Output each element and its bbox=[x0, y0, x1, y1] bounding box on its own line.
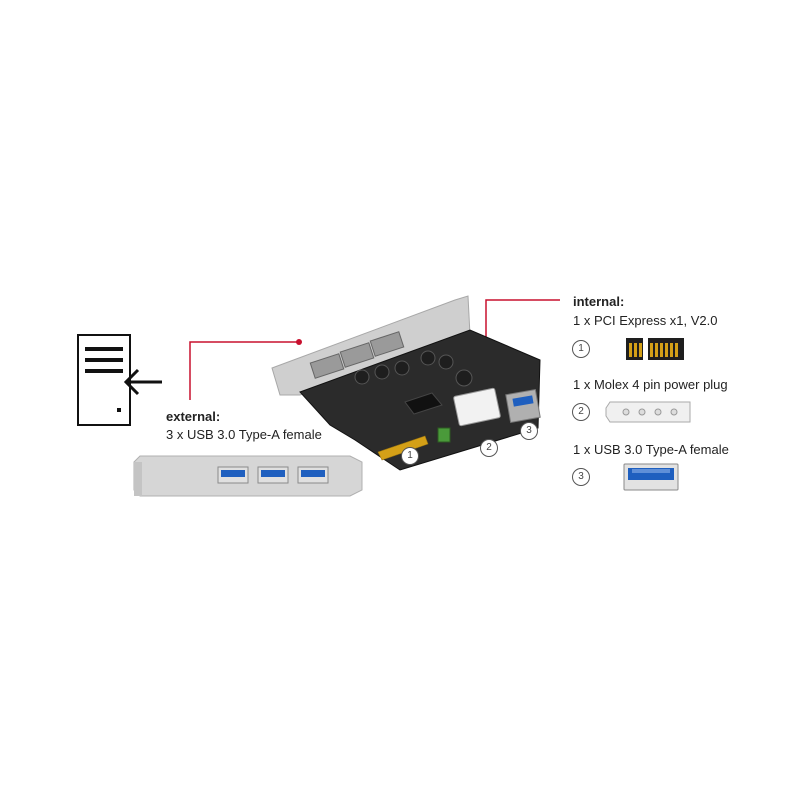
internal-heading: internal: bbox=[573, 294, 625, 309]
marker-1-legend: 1 bbox=[572, 340, 590, 358]
pci-express-card bbox=[271, 295, 541, 471]
usb-a-port-icon bbox=[623, 463, 679, 491]
external-usb-description: 3 x USB 3.0 Type-A female bbox=[166, 427, 322, 442]
marker-3-card: 3 bbox=[520, 422, 538, 440]
marker-2-legend: 2 bbox=[572, 403, 590, 421]
internal-pcie-description: 1 x PCI Express x1, V2.0 bbox=[573, 313, 718, 328]
computer-case-icon bbox=[77, 334, 131, 426]
low-profile-bracket bbox=[133, 455, 363, 497]
usb-port-3-icon bbox=[297, 466, 329, 484]
marker-3-legend: 3 bbox=[572, 468, 590, 486]
marker-1-card: 1 bbox=[401, 447, 419, 465]
external-heading: external: bbox=[166, 409, 221, 424]
usb-port-1-icon bbox=[217, 466, 249, 484]
pcie-connector-icon bbox=[626, 338, 684, 360]
internal-usb-description: 1 x USB 3.0 Type-A female bbox=[573, 442, 729, 457]
external-leader-line bbox=[189, 339, 302, 400]
marker-2-card: 2 bbox=[480, 439, 498, 457]
usb-port-2-icon bbox=[257, 466, 289, 484]
insert-arrow-icon bbox=[123, 368, 162, 396]
molex-plug-icon bbox=[605, 401, 691, 423]
internal-molex-description: 1 x Molex 4 pin power plug bbox=[573, 377, 728, 392]
